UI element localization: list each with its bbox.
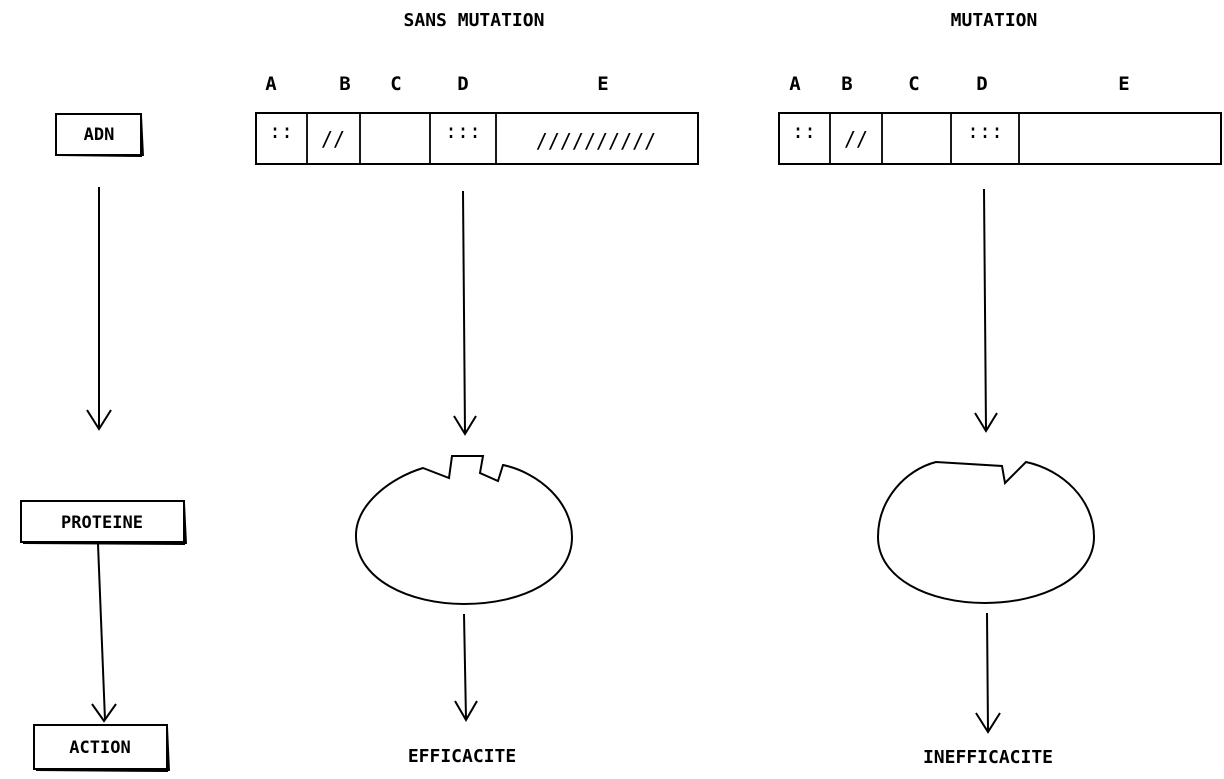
arrow-mutated-protein-to-outcome [975,612,1001,734]
dna-strip-mutated: :: // ::: [778,112,1222,165]
action-box: ACTION [33,724,170,772]
segment-label-c: C [908,73,919,95]
functional-protein-shape [354,455,574,606]
arrow-normal-protein-to-outcome [454,613,478,722]
segment-label-d: D [457,73,468,95]
segment-d-pattern: ::: [967,119,1003,143]
segment-label-b: B [339,73,350,95]
segment-label-a: A [789,73,801,95]
dna-box: ADN [55,113,144,157]
header-sans-mutation: SANS MUTATION [404,10,545,31]
segment-a-pattern: :: [792,119,816,143]
segment-labels-right: A B C D E [789,73,1129,95]
arrow-dna-to-protein [86,187,112,431]
segment-label-d: D [976,73,987,95]
segment-label-a: A [265,73,277,95]
segment-a-pattern: :: [269,119,293,143]
arrow-mutated-dna-to-protein [974,188,998,433]
segment-label-e: E [597,73,608,95]
protein-box: PROTEINE [20,500,187,545]
protein-label: PROTEINE [61,513,143,533]
arrow-protein-to-action [91,543,117,723]
segment-b-pattern: // [844,127,868,151]
dna-label: ADN [84,125,115,145]
dna-strip-normal: :: // ::: ////////// [255,112,699,165]
arrow-normal-dna-to-protein [453,190,477,436]
segment-label-e: E [1118,73,1129,95]
outcome-inefficacite: INEFFICACITE [923,747,1053,768]
segment-label-c: C [390,73,401,95]
segment-d-pattern: ::: [445,119,481,143]
segment-b-pattern: // [321,127,345,151]
segment-labels-left: A B C D E [265,73,608,95]
action-label: ACTION [69,738,130,758]
segment-label-b: B [841,73,852,95]
nonfunctional-protein-shape [876,460,1096,605]
header-mutation: MUTATION [951,10,1038,31]
segment-e-pattern: ////////// [536,129,656,153]
outcome-efficacite: EFFICACITE [408,746,516,767]
